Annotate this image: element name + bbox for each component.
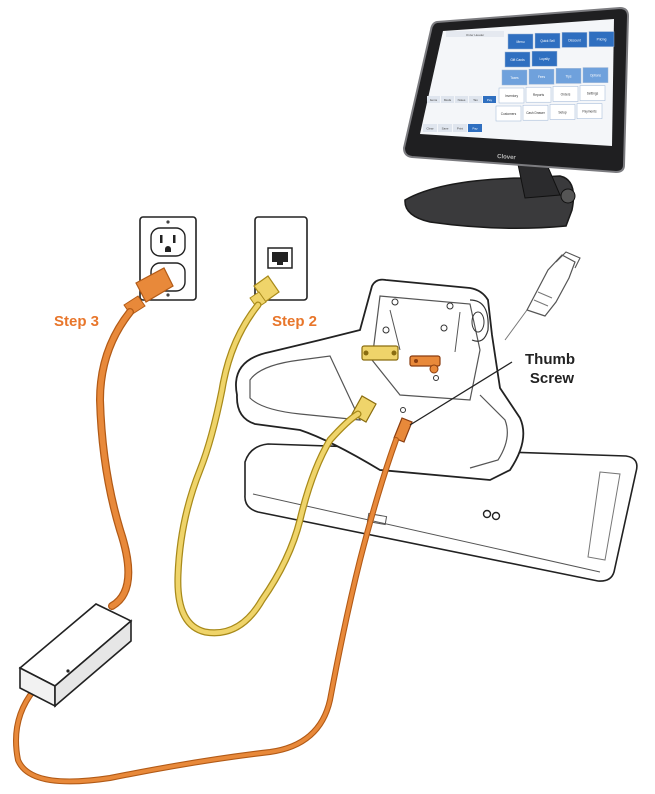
power-plug xyxy=(135,267,174,303)
screen-tab xyxy=(455,96,468,103)
step-2-label: Step 2 xyxy=(272,313,317,330)
screen-bottom-button-label: Pay xyxy=(472,127,478,131)
screen-tile-button xyxy=(495,105,522,122)
screen-bottom-button-label: Clear xyxy=(426,127,433,131)
power-adapter-icon xyxy=(18,603,133,708)
screen-tile-label: Setup xyxy=(558,110,567,114)
screen-tile-button xyxy=(561,32,588,48)
screen-tile-label: Inventory xyxy=(505,94,519,98)
thumb-screw-label: Screw xyxy=(530,370,575,387)
screen-tab xyxy=(427,96,440,103)
step-3-label: Step 3 xyxy=(54,313,99,330)
screen-tile-button xyxy=(555,68,582,84)
screen-tile-button xyxy=(507,33,534,50)
power-outlet-icon xyxy=(150,227,186,257)
order-panel-title: Order Header xyxy=(466,33,484,37)
screen-tile-label: Customers xyxy=(501,112,517,116)
screen-tile-label: Settings xyxy=(587,92,599,96)
screen-tab-label: Items xyxy=(430,98,438,102)
screen-tile-button xyxy=(549,104,576,120)
brand-logo: Clover xyxy=(497,154,517,161)
screen-bottom-button xyxy=(423,124,437,132)
outlet-screw xyxy=(166,293,170,297)
screen-tile-button xyxy=(576,103,603,119)
screen-tile-label: Discount xyxy=(568,38,581,42)
screen-bottom-button xyxy=(453,124,467,132)
screen-tile-button xyxy=(525,86,552,103)
screen-tile-button xyxy=(534,32,561,49)
screen-tile-label: Taxes xyxy=(510,76,519,80)
screen-tab-label: Pay xyxy=(487,98,493,102)
screen-tile-button xyxy=(588,31,615,47)
screen-bottom-button xyxy=(438,124,452,132)
screen-tile-button xyxy=(498,87,525,104)
screen-bottom-button-label: Print xyxy=(457,127,463,131)
thumb-screw-label: Thumb xyxy=(525,351,575,368)
outlet-screw xyxy=(166,220,170,224)
ethernet-cable xyxy=(175,302,361,636)
screen-tab-label: Mods xyxy=(444,98,452,102)
ethernet-port xyxy=(361,345,399,361)
tablet-body xyxy=(244,443,638,582)
screen-tile-button xyxy=(531,50,558,67)
wall-power-outlet xyxy=(123,216,197,316)
screen-tile-label: Quick Sell xyxy=(540,39,555,43)
thumb-screw-detail: Thumb Screw xyxy=(409,251,581,426)
screen-tile-label: Orders xyxy=(561,92,571,96)
screen-bottom-button xyxy=(468,124,482,132)
screen-tile-label: Fees xyxy=(538,75,545,79)
screen-bottom-button-label: Save xyxy=(442,127,449,131)
screen-tile-label: Payments xyxy=(582,110,597,114)
screen-tile-label: Reports xyxy=(533,93,545,97)
screen-tile-button xyxy=(528,68,555,85)
leader-line xyxy=(409,361,513,426)
screen-tile-button xyxy=(522,104,549,121)
screen-tile-label: Loyalty xyxy=(539,57,550,61)
screen-tab-label: Notes xyxy=(458,98,466,102)
screen-tab xyxy=(483,96,496,103)
power-port xyxy=(409,355,441,367)
screen-tile-button xyxy=(582,67,609,83)
screen-tab xyxy=(441,96,454,103)
screen-tile-label: Pricing xyxy=(597,38,607,42)
bracket-outline xyxy=(235,278,525,481)
screen-tile-label: Tips xyxy=(566,74,572,78)
stand-knob xyxy=(560,188,576,204)
stand-bracket xyxy=(235,278,525,481)
screen-tile-button xyxy=(501,69,528,86)
tablet-face-down xyxy=(244,443,638,582)
wall-ethernet-jack xyxy=(249,216,308,309)
brick-side xyxy=(54,619,132,708)
screen-tile-label: Menu xyxy=(517,40,525,44)
power-cable xyxy=(97,309,133,609)
screen-tile-button xyxy=(552,86,579,102)
thumb-screw-icon xyxy=(526,254,576,317)
screen-tile-label: Gift Cards xyxy=(510,58,525,62)
power-plug xyxy=(393,417,413,443)
screen-tile-label: Cash Drawer xyxy=(526,111,546,115)
screen-tab-label: Tax xyxy=(473,98,478,102)
screen-tile-button xyxy=(504,51,531,68)
screen-tile-button xyxy=(579,85,606,101)
screen-tile-label: Options xyxy=(590,74,601,78)
order-panel-header xyxy=(446,31,504,37)
dc-cable xyxy=(14,438,398,784)
screen-tab xyxy=(469,96,482,103)
